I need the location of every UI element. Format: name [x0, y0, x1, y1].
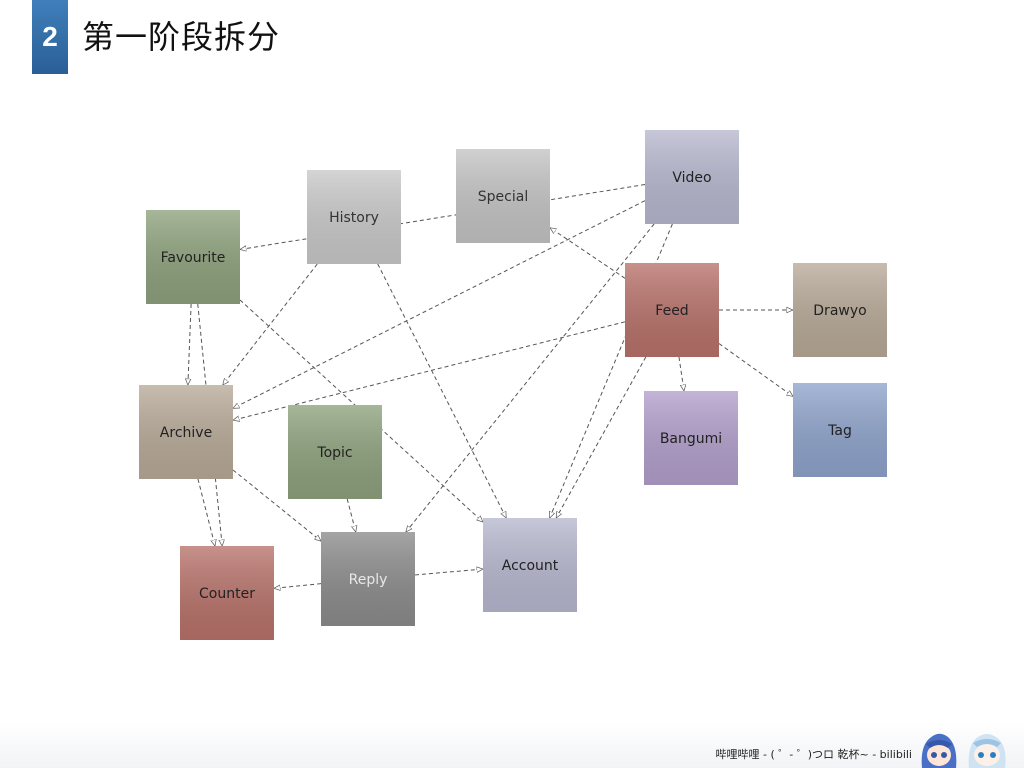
edge-feed-to-special [550, 228, 626, 279]
node-counter-shade [180, 546, 274, 640]
edge-feed-to-bangumi [678, 356, 684, 391]
node-video-label: Video [672, 170, 711, 186]
node-feed-shade [625, 263, 719, 357]
node-drawyo: Drawyo [793, 263, 887, 357]
edge-feed-to-archive [233, 321, 626, 420]
node-video-shade [645, 130, 739, 224]
edge-history-to-account [377, 263, 507, 518]
node-video: Video [645, 130, 739, 224]
slide-number-badge: 2 [32, 0, 68, 74]
node-topic-shade [288, 405, 382, 499]
node-archive-label: Archive [160, 425, 212, 441]
node-counter-label: Counter [199, 586, 255, 602]
node-feed-label: Feed [655, 303, 688, 319]
node-archive: Archive [139, 385, 233, 479]
node-special-shade [456, 149, 550, 243]
node-reply: Reply [321, 532, 415, 626]
node-bangumi: Bangumi [644, 391, 738, 485]
edge-video-to-archive [233, 200, 646, 409]
edge-topic-to-reply [346, 498, 356, 532]
edge-feed-to-account [555, 356, 647, 518]
node-topic-label: Topic [316, 445, 352, 461]
node-account: Account [483, 518, 577, 612]
node-history-label: History [329, 210, 379, 226]
node-archive-shade [139, 385, 233, 479]
node-account-label: Account [502, 558, 559, 574]
node-tag: Tag [793, 383, 887, 477]
node-history-shade [307, 170, 401, 264]
slide-title: 第一阶段拆分 [82, 18, 281, 56]
node-favourite: Favourite [146, 210, 240, 304]
edge-archive-to-reply [232, 469, 321, 541]
edge-video-to-reply [406, 223, 655, 532]
edge-reply-to-account [414, 569, 483, 576]
node-special: Special [456, 149, 550, 243]
node-feed: Feed [625, 263, 719, 357]
node-special-label: Special [478, 189, 528, 205]
edge-feed-to-tag [718, 343, 793, 397]
node-history: History [307, 170, 401, 264]
footer-text: 哔哩哔哩 - ( ゜- ゜)つロ 乾杯~ - bilibili [715, 748, 913, 761]
footer-band [0, 722, 1024, 768]
edge-video-to-favourite [240, 184, 646, 250]
edge-history-to-archive [223, 263, 318, 385]
node-account-shade [483, 518, 577, 612]
node-drawyo-shade [793, 263, 887, 357]
node-favourite-label: Favourite [161, 250, 226, 266]
node-tag-label: Tag [827, 423, 852, 439]
edge-archive-to-counter [197, 478, 215, 546]
node-bangumi-label: Bangumi [660, 431, 722, 447]
node-reply-label: Reply [349, 572, 388, 588]
edge-reply-to-counter [274, 583, 322, 589]
node-favourite-shade [146, 210, 240, 304]
node-reply-shade [321, 532, 415, 626]
mascot-right-icon [968, 734, 1006, 768]
edge-favourite-to-archive [188, 303, 192, 385]
node-tag-shade [793, 383, 887, 477]
node-bangumi-shade [644, 391, 738, 485]
mascot-left-icon [921, 733, 957, 768]
node-drawyo-label: Drawyo [813, 303, 866, 319]
node-counter: Counter [180, 546, 274, 640]
slide-number: 2 [42, 21, 58, 52]
node-topic: Topic [288, 405, 382, 499]
